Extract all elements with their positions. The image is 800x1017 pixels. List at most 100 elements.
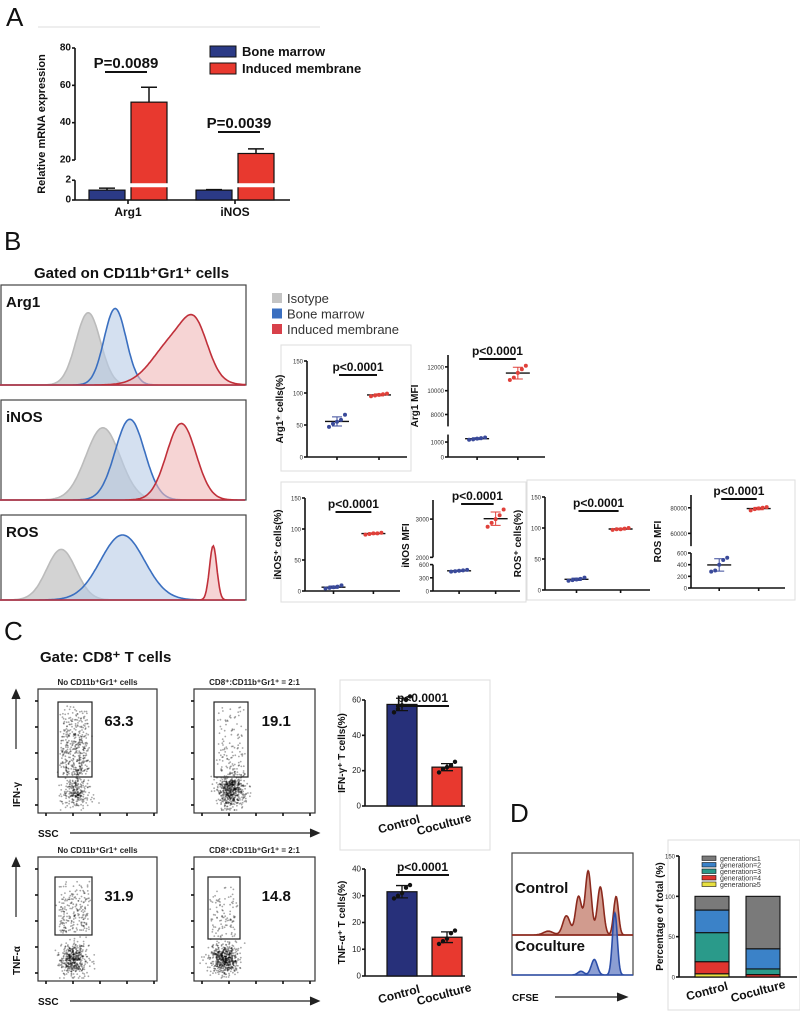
- event-dot: [239, 788, 242, 791]
- event-dot: [215, 948, 217, 950]
- event-dot: [74, 768, 76, 771]
- event-dot: [217, 961, 220, 964]
- event-dot: [60, 739, 63, 742]
- event-dot: [221, 961, 224, 963]
- event-dot: [62, 957, 65, 960]
- event-dot: [61, 921, 63, 924]
- y-tick-label: 10: [352, 945, 361, 954]
- event-dot: [65, 930, 68, 933]
- event-dot: [234, 788, 236, 791]
- event-dot: [221, 952, 224, 955]
- event-dot: [73, 755, 76, 758]
- event-dot: [77, 794, 80, 796]
- event-dot: [225, 792, 228, 795]
- event-dot: [227, 966, 229, 969]
- event-dot: [67, 920, 70, 922]
- event-dot: [228, 781, 230, 783]
- event-dot: [75, 743, 77, 746]
- event-dot: [72, 782, 75, 785]
- event-dot: [228, 801, 231, 804]
- event-dot: [72, 770, 75, 773]
- event-dot: [242, 765, 245, 768]
- event-dot: [74, 965, 76, 968]
- event-dot: [65, 958, 68, 961]
- event-dot: [84, 734, 87, 737]
- event-dot: [227, 956, 230, 959]
- event-dot: [56, 954, 59, 957]
- event-dot: [72, 793, 75, 796]
- event-dot: [80, 739, 83, 741]
- event-dot: [213, 790, 216, 792]
- event-dot: [224, 952, 226, 955]
- event-dot: [211, 918, 214, 921]
- event-dot: [242, 790, 245, 793]
- event-dot: [74, 736, 77, 739]
- event-dot: [81, 972, 84, 975]
- event-dot: [231, 920, 234, 922]
- event-dot: [216, 917, 219, 919]
- event-dot: [75, 800, 78, 803]
- event-dot: [65, 921, 68, 924]
- y-axis-label: ROS MFI: [653, 520, 664, 562]
- event-dot: [226, 968, 229, 971]
- event-dot: [60, 963, 63, 966]
- event-dot: [236, 804, 238, 807]
- y-tick-label: 60: [60, 80, 72, 91]
- event-dot: [72, 912, 75, 915]
- event-dot: [221, 955, 224, 957]
- event-dot: [228, 964, 231, 967]
- event-dot: [233, 774, 236, 777]
- event-dot: [69, 955, 71, 958]
- event-dot: [234, 961, 237, 963]
- error-bar: [99, 187, 115, 191]
- event-dot: [226, 919, 229, 922]
- event-dot: [67, 898, 69, 901]
- event-dot: [64, 930, 67, 933]
- event-dot: [68, 772, 70, 775]
- event-dot: [216, 916, 218, 919]
- event-dot: [72, 949, 74, 952]
- event-dot: [233, 746, 236, 749]
- event-dot: [71, 760, 74, 762]
- event-dot: [229, 785, 232, 787]
- event-dot: [69, 706, 72, 708]
- plot-frame: [667, 839, 800, 1011]
- axis-break-band: [78, 183, 293, 188]
- event-dot: [79, 725, 81, 728]
- event-dot: [226, 747, 228, 750]
- event-dot: [231, 966, 234, 969]
- event-dot: [76, 773, 79, 776]
- event-dot: [226, 959, 229, 962]
- event-dot: [230, 793, 233, 796]
- event-dot: [230, 791, 233, 794]
- event-dot: [65, 964, 68, 967]
- event-dot: [231, 921, 234, 923]
- event-dot: [80, 945, 83, 948]
- event-dot: [234, 782, 237, 785]
- event-dot: [75, 714, 77, 716]
- event-dot: [233, 788, 236, 791]
- event-dot: [63, 952, 65, 955]
- event-dot: [231, 783, 234, 786]
- event-dot: [226, 758, 229, 760]
- event-dot: [241, 793, 244, 796]
- event-dot: [232, 962, 234, 964]
- event-dot: [65, 766, 68, 769]
- data-point: [444, 764, 450, 770]
- event-dot: [64, 947, 66, 950]
- event-dot: [77, 954, 80, 957]
- event-dot: [220, 958, 223, 961]
- event-dot: [74, 785, 77, 787]
- event-dot: [72, 789, 75, 791]
- event-dot: [227, 789, 230, 791]
- event-dot: [210, 918, 213, 921]
- event-dot: [66, 752, 68, 754]
- stacked-bar-segment: [694, 961, 730, 975]
- event-dot: [68, 796, 71, 799]
- event-dot: [84, 791, 87, 793]
- event-dot: [215, 963, 217, 966]
- event-dot: [76, 794, 79, 797]
- event-dot: [65, 735, 68, 737]
- event-dot: [227, 801, 230, 804]
- event-dot: [222, 740, 225, 743]
